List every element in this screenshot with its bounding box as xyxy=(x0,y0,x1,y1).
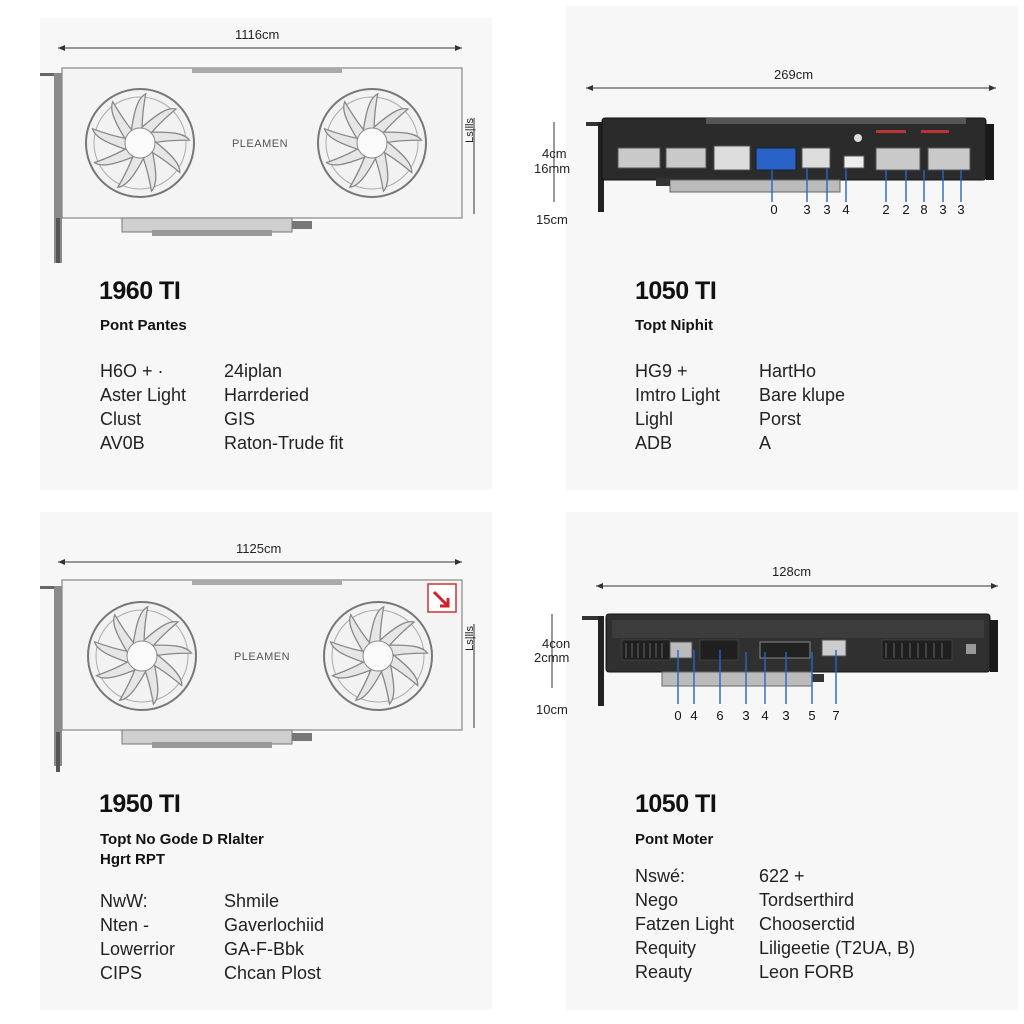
port-number: 5 xyxy=(808,708,816,723)
port-number: 3 xyxy=(782,708,790,723)
dimension-left-1: 4con xyxy=(542,636,571,651)
dimension-side: Ls|lls xyxy=(464,626,476,651)
dimension-side: Ls|lls xyxy=(464,118,476,143)
card-title: 1950 TI xyxy=(99,790,181,818)
fan-2 xyxy=(323,601,433,711)
gpu-illustration-4 xyxy=(551,583,998,706)
card-subtitle: Pont Moter xyxy=(635,831,714,848)
port-number: 6 xyxy=(716,708,724,723)
fan-1 xyxy=(87,601,197,711)
fan-2 xyxy=(317,88,427,198)
gpu-illustration-3: PLEAMEN xyxy=(40,559,475,772)
dimension-bottom-left: 15cm xyxy=(536,212,568,227)
port-number: 0 xyxy=(770,202,778,217)
card-panel-1: PLEAMEN 1116cm Ls|lls 1960 TI Pont Pante… xyxy=(40,18,492,490)
spec-row: NwW:Shmile xyxy=(100,891,280,911)
port-number: 3 xyxy=(823,202,831,217)
port-number: 7 xyxy=(832,708,840,723)
card-subtitle: Topt No Gode D Rlalter Hgrt RPT xyxy=(100,831,264,868)
card-subtitle: Pont Pantes xyxy=(100,317,187,334)
port-number: 0 xyxy=(674,708,682,723)
card-subtitle: Topt Niphit xyxy=(635,317,714,334)
port-number: 2 xyxy=(882,202,890,217)
spec-row: Nten -Gaverlochiid xyxy=(100,915,325,935)
brand-label: PLEAMEN xyxy=(232,138,288,150)
card-title: 1050 TI xyxy=(635,277,717,305)
port-number: 3 xyxy=(742,708,750,723)
dimension-top: 269cm xyxy=(774,67,814,82)
dimension-left-1: 4cm xyxy=(542,146,567,161)
brand-label: PLEAMEN xyxy=(234,651,290,663)
port-number: 4 xyxy=(761,708,769,723)
spec-row: H6O + ·24iplan xyxy=(100,361,283,381)
card-title: 1050 TI xyxy=(635,790,717,818)
card-panel-2: 269cm 4cm 16mm 15cm 0 3 3 4 2 2 8 3 3 10… xyxy=(534,6,1018,490)
port-number-row: 0 3 3 4 2 2 8 3 3 xyxy=(566,202,1018,220)
port-number: 3 xyxy=(939,202,947,217)
dimension-top: 1116cm xyxy=(235,27,280,42)
port-number: 4 xyxy=(842,202,850,217)
card-panel-3: PLEAMEN 1125cm Ls|lls 1950 TI Topt No Go… xyxy=(40,512,492,1010)
dimension-left-2: 2cmm xyxy=(534,650,570,665)
spec-row: Nswé:622 + xyxy=(635,866,805,886)
port-number: 8 xyxy=(920,202,928,217)
spec-row: HG9 +HartHo xyxy=(635,361,817,381)
dimension-top: 1125cm xyxy=(236,541,282,556)
dimension-bottom-left: 10cm xyxy=(536,702,568,717)
port-number: 3 xyxy=(957,202,965,217)
port-number-row: 0 4 6 3 4 3 5 7 xyxy=(566,708,1018,726)
gpu-illustration-1: PLEAMEN xyxy=(40,45,475,263)
card-panel-4: 128cm 4con 2cmm 10cm 0 4 6 3 4 3 5 7 105… xyxy=(534,512,1018,1010)
port-number: 2 xyxy=(902,202,910,217)
card-title: 1960 TI xyxy=(99,277,181,305)
port-number: 3 xyxy=(803,202,811,217)
gpu-illustration-2 xyxy=(553,85,996,212)
fan-1 xyxy=(85,88,195,198)
dimension-left-2: 16mm xyxy=(534,161,571,176)
port-number: 4 xyxy=(690,708,698,723)
dimension-top: 128cm xyxy=(772,564,812,579)
